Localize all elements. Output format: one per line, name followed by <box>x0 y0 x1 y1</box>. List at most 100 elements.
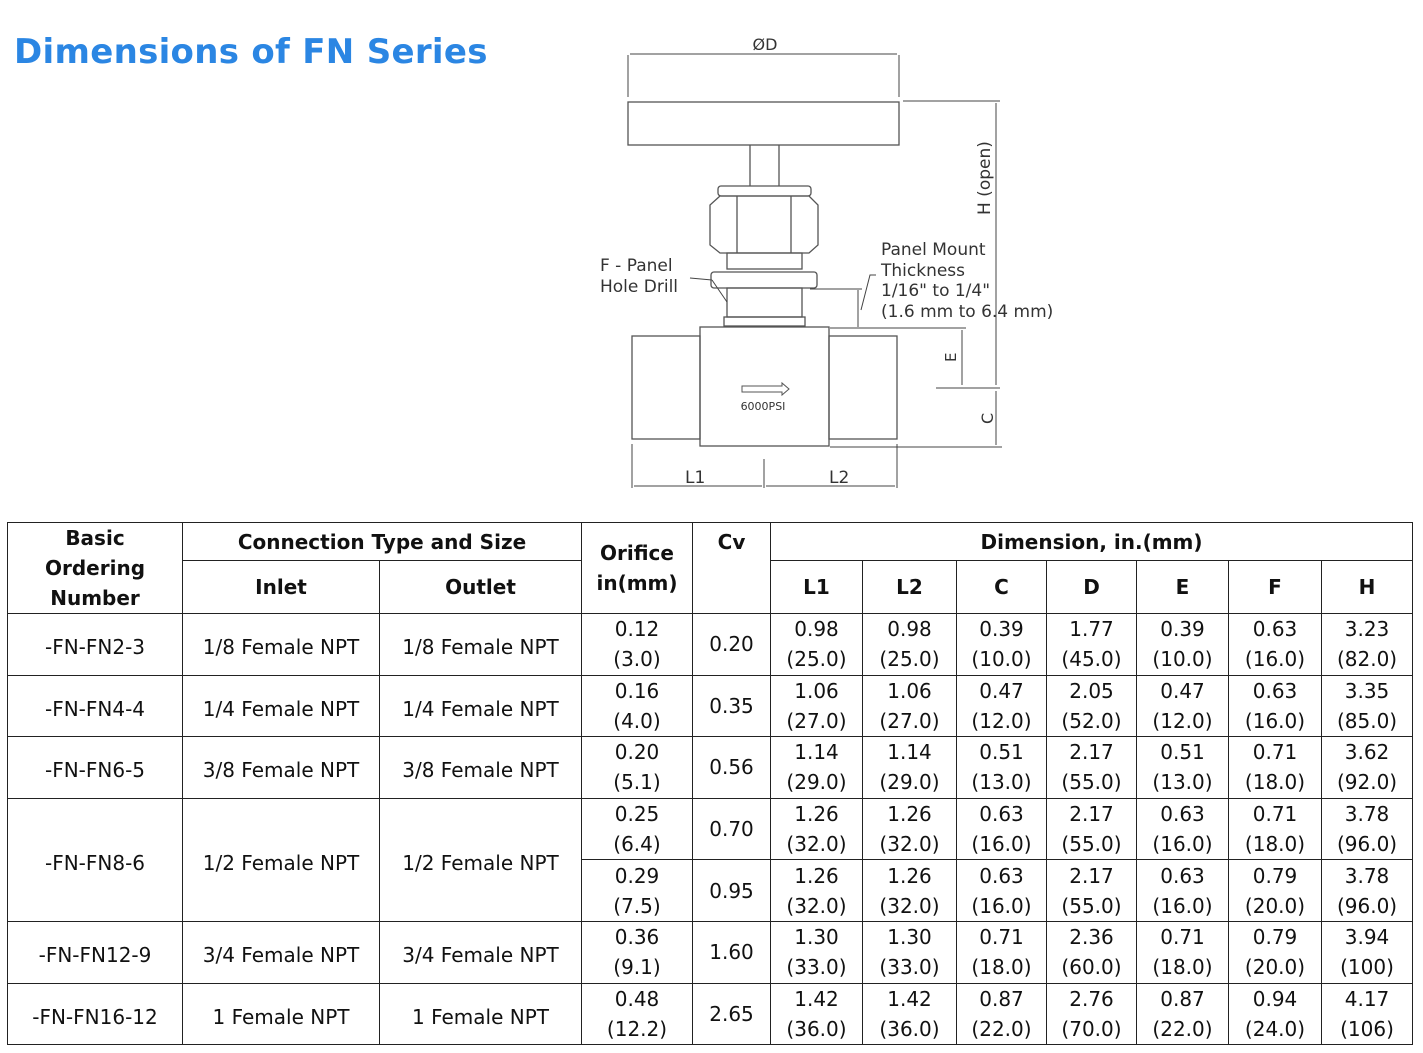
cell-dim-l2-line: 1.30 <box>887 925 932 950</box>
cell-dim-e-line: 0.47 <box>1160 678 1205 703</box>
cell-dim-c: 0.51(13.0) <box>956 736 1047 799</box>
cell-dim-l2-line: 1.26 <box>887 863 932 888</box>
cell-dim-h: 3.94 (100) <box>1320 920 1414 984</box>
cell-dim-d-line: 1.77 <box>1069 617 1114 642</box>
cell-dim-h-line: 3.94 <box>1344 925 1390 950</box>
dimension-lines <box>627 53 1002 488</box>
cell-dim-h: 4.17(106) <box>1320 982 1414 1046</box>
cell-dim-c: 0.87 (22.0) <box>956 982 1047 1046</box>
cell-orifice: 0.48(12.2) <box>581 982 693 1046</box>
header-dim-d: D <box>1046 560 1137 614</box>
cell-dim-h-line: (92.0) <box>1336 770 1398 795</box>
cell-dim-c-line: 0.87 <box>979 986 1024 1011</box>
cell-orifice-line: (9.1) <box>613 955 661 980</box>
cell-dim-d-line: 2.17 <box>1069 802 1114 827</box>
cell-dim-f-line: (18.0) <box>1244 770 1306 795</box>
cell-dim-f-line: (16.0) <box>1244 647 1306 672</box>
cell-dim-f-line: (20.0) <box>1244 955 1306 980</box>
cell-dim-c-line: (16.0) <box>971 832 1032 857</box>
cell-dim-d-line: 2.17 <box>1069 863 1114 888</box>
cell-dim-l2-line: 0.98 <box>887 617 932 642</box>
cell-dim-e-line: (22.0) <box>1152 1016 1213 1041</box>
cell-outlet: 1/8 Female NPT <box>379 613 582 676</box>
cell-dim-d: 2.17(55.0) <box>1046 736 1137 799</box>
cell-dim-h: 3.23(82.0) <box>1320 613 1414 676</box>
cell-dim-c-line: 0.39 <box>979 617 1024 642</box>
cell-dim-e-line: 0.87 <box>1160 986 1205 1011</box>
cell-dim-l2-line: (25.0) <box>879 647 940 672</box>
cell-outlet: 1 Female NPT <box>379 982 582 1046</box>
cell-dim-c: 0.39(10.0) <box>956 613 1047 676</box>
valve-body <box>631 326 898 447</box>
cell-dim-c-line: (22.0) <box>971 1016 1032 1041</box>
cell-dim-h-line: 3.23 <box>1344 617 1390 642</box>
cell-dim-f: 0.71(18.0) <box>1228 797 1322 861</box>
panel-label-line3: 1/16" to 1/4" <box>881 281 990 301</box>
cell-dim-e-line: (16.0) <box>1152 893 1213 918</box>
cell-dim-c-line: 0.63 <box>979 863 1024 888</box>
cell-dim-l1-line: 1.14 <box>794 740 839 765</box>
cell-dim-f: 0.63(16.0) <box>1228 613 1322 676</box>
cell-dim-e-line: (16.0) <box>1152 832 1213 857</box>
cell-dim-e-line: 0.71 <box>1160 925 1205 950</box>
header-dim-l2: L2 <box>862 560 957 614</box>
cell-outlet: 3/8 Female NPT <box>379 736 582 799</box>
cell-cv: 0.56 <box>692 736 771 799</box>
cell-orifice: 0.20(5.1) <box>581 736 693 799</box>
cell-dim-l1-line: (25.0) <box>786 647 847 672</box>
cell-dim-l2: 1.30(33.0) <box>862 920 957 984</box>
cell-dim-h-line: (96.0) <box>1336 832 1398 857</box>
cell-number: -FN-FN16-12 <box>7 982 183 1046</box>
cell-dim-f: 0.94(24.0) <box>1228 982 1322 1046</box>
cell-orifice-line: (3.0) <box>613 647 661 672</box>
cell-dim-l1-line: (27.0) <box>786 708 847 733</box>
cell-dim-d-line: 2.36 <box>1069 925 1114 950</box>
header-inlet: Inlet <box>182 560 380 614</box>
body-marking: 6000PSI <box>741 400 786 413</box>
cell-dim-l2: 1.26(32.0) <box>862 797 957 861</box>
cell-inlet: 1/8 Female NPT <box>182 613 380 676</box>
cell-number: -FN-FN2-3 <box>7 613 183 676</box>
cell-dim-l1-line: 1.42 <box>794 986 839 1011</box>
cell-orifice-line: 0.29 <box>614 863 660 888</box>
cell-dim-d-line: (60.0) <box>1061 955 1122 980</box>
cell-dim-l2-line: (27.0) <box>879 708 940 733</box>
cell-dim-l2-line: 1.26 <box>887 802 932 827</box>
cell-orifice-line: (6.4) <box>613 832 661 857</box>
cell-dim-e: 0.87 (22.0) <box>1136 982 1229 1046</box>
cell-dim-l2: 1.42(36.0) <box>862 982 957 1046</box>
cell-dim-l1-line: 0.98 <box>794 617 839 642</box>
cell-dim-f: 0.79(20.0) <box>1228 859 1322 922</box>
cell-dim-e-line: 0.63 <box>1160 863 1205 888</box>
cell-dim-l1: 1.06(27.0) <box>770 674 863 738</box>
cell-dim-f-line: (16.0) <box>1244 708 1306 733</box>
cell-dim-d-line: (70.0) <box>1061 1016 1122 1041</box>
cell-orifice-line: 0.48 <box>614 986 660 1011</box>
cell-inlet: 1/2 Female NPT <box>182 797 380 922</box>
cell-outlet: 3/4 Female NPT <box>379 920 582 984</box>
cell-dim-c: 0.71(18.0) <box>956 920 1047 984</box>
cell-dim-c-line: 0.47 <box>979 678 1024 703</box>
cell-dim-c: 0.63(16.0) <box>956 797 1047 861</box>
cell-dim-h-line: (100) <box>1340 955 1394 980</box>
cell-orifice-line: 0.36 <box>614 925 660 950</box>
cell-dim-e-line: 0.39 <box>1160 617 1205 642</box>
dim-e-label: E <box>942 353 960 362</box>
header-dim-h: H <box>1320 560 1414 614</box>
f-label-line1: F - Panel <box>600 256 673 276</box>
cell-orifice-line: 0.20 <box>614 740 660 765</box>
page-title: Dimensions of FN Series <box>14 32 488 72</box>
cell-dim-l1-line: 1.30 <box>794 925 839 950</box>
dim-l1-label: L1 <box>685 468 705 488</box>
cell-dim-e: 0.39(10.0) <box>1136 613 1229 676</box>
cell-dim-e-line: 0.63 <box>1160 802 1205 827</box>
cell-dim-c-line: (12.0) <box>971 708 1032 733</box>
cell-dim-e-line: (13.0) <box>1152 770 1213 795</box>
cell-dim-h-line: (96.0) <box>1336 893 1398 918</box>
panel-label-line4: (1.6 mm to 6.4 mm) <box>881 302 1053 322</box>
cell-dim-e: 0.71(18.0) <box>1136 920 1229 984</box>
